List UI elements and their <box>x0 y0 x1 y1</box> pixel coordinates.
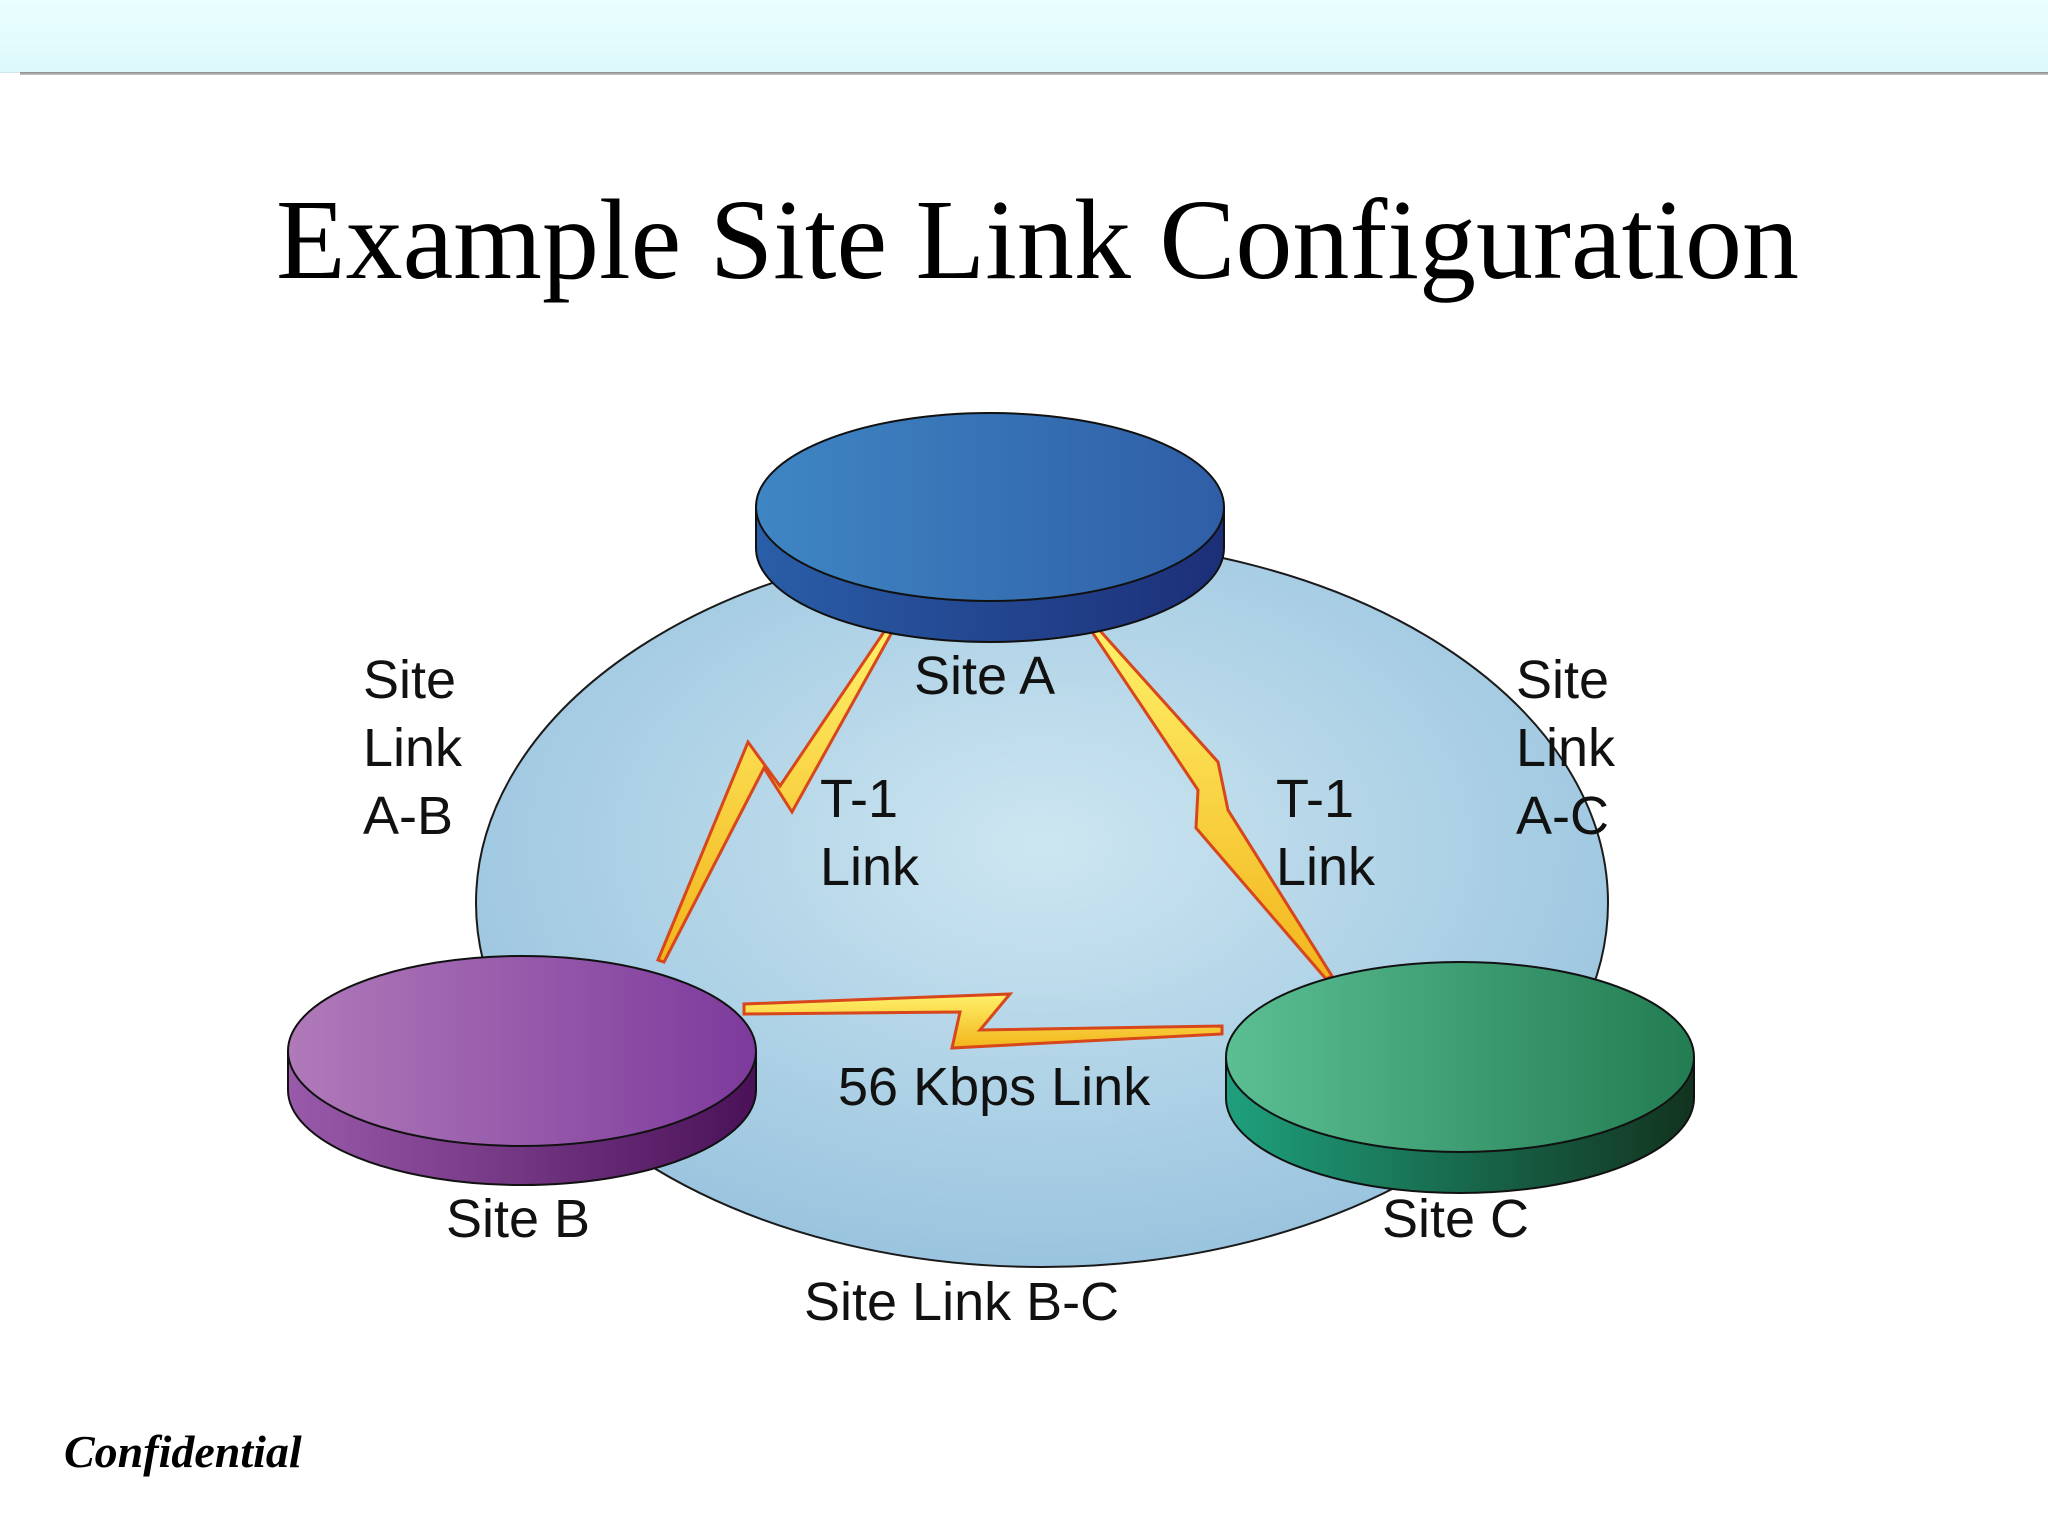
header-divider <box>20 72 2048 75</box>
site-a-disk <box>755 412 1225 643</box>
lightning-bolt-icon-bc <box>742 992 1224 1050</box>
site-link-ac-label: Site Link A-C <box>1516 650 1616 846</box>
confidential-footer: Confidential <box>64 1426 302 1477</box>
lightning-bolt-icon-ab <box>655 621 899 964</box>
lightning-bolt-icon-ac <box>1085 622 1335 981</box>
link-type-ab-label: T-1 Link <box>820 769 920 897</box>
site-b-disk <box>287 955 757 1186</box>
link-type-ac-label: T-1 Link <box>1276 769 1376 897</box>
site-link-bc-label: Site Link B-C <box>804 1272 1120 1332</box>
slide-title: Example Site Link Configuration <box>276 176 1799 303</box>
site-c-label: Site C <box>1382 1189 1530 1249</box>
link-type-bc-label: 56 Kbps Link <box>838 1057 1151 1117</box>
site-b-label: Site B <box>446 1189 591 1249</box>
site-a-label: Site A <box>914 646 1056 706</box>
site-c-disk <box>1225 961 1695 1194</box>
site-link-ab-label: Site Link A-B <box>363 650 463 846</box>
